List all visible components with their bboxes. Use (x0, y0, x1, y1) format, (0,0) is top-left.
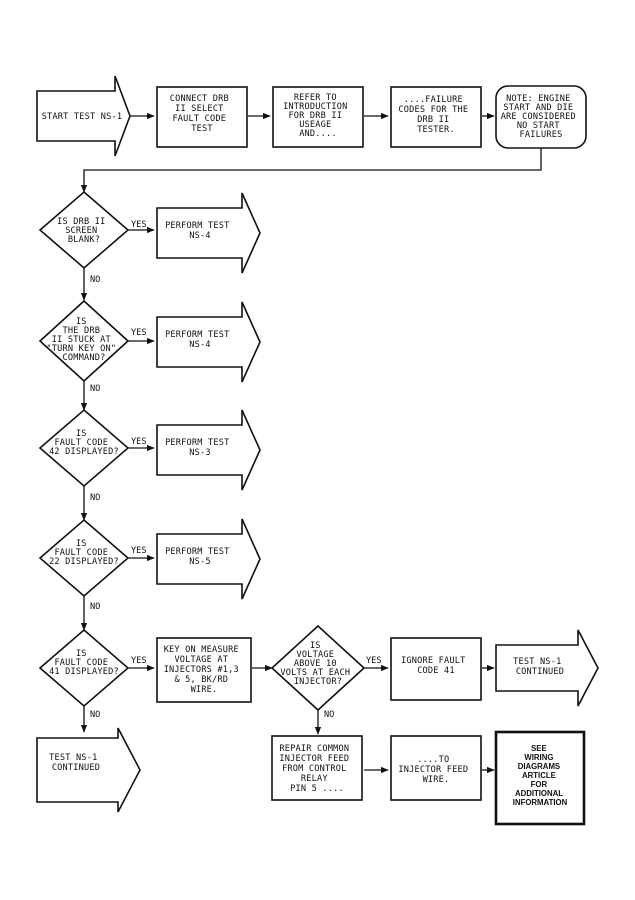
no-label: NO (90, 710, 100, 720)
no-label: NO (90, 602, 100, 612)
refer-intro-box-shape (272, 86, 364, 148)
yes-label: YES (131, 220, 147, 230)
test-ns1-continued-text-right: TEST NS-1 CONTINUED (513, 657, 567, 677)
key-on-measure-box-shape (156, 637, 252, 703)
no-label: NO (90, 275, 100, 285)
decision-fault-41-text: IS FAULT CODE 41 DISPLAYED? (49, 649, 119, 677)
failure-codes-box-shape (390, 86, 482, 148)
decision-screen-blank-shape (38, 190, 130, 270)
decision-stuck-turn-key-text: IS THE DRB II STUCK AT "TURN KEY ON" COM… (46, 317, 121, 363)
note-text: NOTE: ENGINE START AND DIE ARE CONSIDERE… (501, 94, 582, 140)
test-ns1-continued-arrow-left-shape (36, 727, 141, 813)
perform-ns4-arrow-2-shape (156, 301, 261, 383)
no-label: NO (324, 710, 334, 720)
see-wiring-diagrams-text: SEE WIRING DIAGRAMS ARTICLE FOR ADDITION… (513, 744, 568, 807)
perform-ns4-text-2: PERFORM TEST NS-4 (165, 330, 235, 350)
perform-ns5-arrow-shape (156, 518, 261, 600)
ignore-fault-41-box-shape (390, 637, 482, 701)
perform-ns4-text-1: PERFORM TEST NS-4 (165, 221, 235, 241)
key-on-measure-text: KEY ON MEASURE VOLTAGE AT INJECTORS #1,3… (164, 645, 245, 695)
connector-line (80, 148, 542, 193)
yes-label: YES (131, 328, 147, 338)
shapes (36, 75, 599, 826)
decision-stuck-turn-key-shape (38, 299, 130, 383)
decision-fault-22-shape (38, 518, 130, 598)
test-ns1-continued-arrow-right-shape (495, 629, 599, 707)
decision-voltage-text: IS VOLTAGE ABOVE 10 VOLTS AT EACH INJECT… (280, 641, 355, 687)
perform-ns4-arrow-1-shape (156, 192, 261, 274)
decision-fault-22-text: IS FAULT CODE 22 DISPLAYED? (49, 539, 119, 567)
branch-labels: YES NO YES NO YES NO YES NO YES NO YES N… (90, 220, 382, 720)
yes-label: YES (131, 437, 147, 447)
no-label: NO (90, 493, 100, 503)
decision-voltage-shape (270, 624, 366, 712)
test-ns1-continued-text-left: TEST NS-1 CONTINUED (49, 753, 103, 773)
see-wiring-diagrams-box-shape (494, 730, 586, 826)
perform-ns5-text: PERFORM TEST NS-5 (165, 547, 235, 567)
ignore-fault-41-text: IGNORE FAULT CODE 41 (401, 656, 471, 676)
yes-label: YES (366, 656, 382, 666)
no-label: NO (90, 384, 100, 394)
perform-ns3-text: PERFORM TEST NS-3 (165, 438, 235, 458)
decision-fault-42-text: IS FAULT CODE 42 DISPLAYED? (49, 429, 119, 457)
to-injector-feed-text: ....TO INJECTOR FEED WIRE. (398, 755, 473, 785)
connectors (80, 112, 542, 774)
note-box-shape (495, 85, 587, 149)
refer-intro-text: REFER TO INTRODUCTION FOR DRB II USEAGE … (283, 93, 353, 139)
node-texts: START TEST NS-1 CONNECT DRB II SELECT FA… (42, 93, 582, 807)
yes-label: YES (131, 546, 147, 556)
decision-screen-blank-text: IS DRB II SCREEN BLANK? (57, 217, 111, 245)
to-injector-feed-box-shape (390, 735, 482, 801)
decision-fault-41-shape (38, 628, 130, 708)
repair-injector-feed-box-shape (271, 735, 363, 801)
repair-injector-feed-text: REPAIR COMMON INJECTOR FEED FROM CONTROL… (279, 744, 354, 794)
connect-drb-box-shape (156, 86, 248, 148)
yes-label: YES (131, 656, 147, 666)
start-test-ns1-arrow-shape (36, 75, 131, 157)
connect-drb-text: CONNECT DRB II SELECT FAULT CODE TEST (170, 94, 235, 134)
start-test-ns1-label: START TEST NS-1 (42, 112, 123, 122)
failure-codes-text: ....FAILURE CODES FOR THE DRB II TESTER. (398, 95, 473, 135)
perform-ns3-arrow-shape (156, 409, 261, 491)
decision-fault-42-shape (38, 408, 130, 488)
